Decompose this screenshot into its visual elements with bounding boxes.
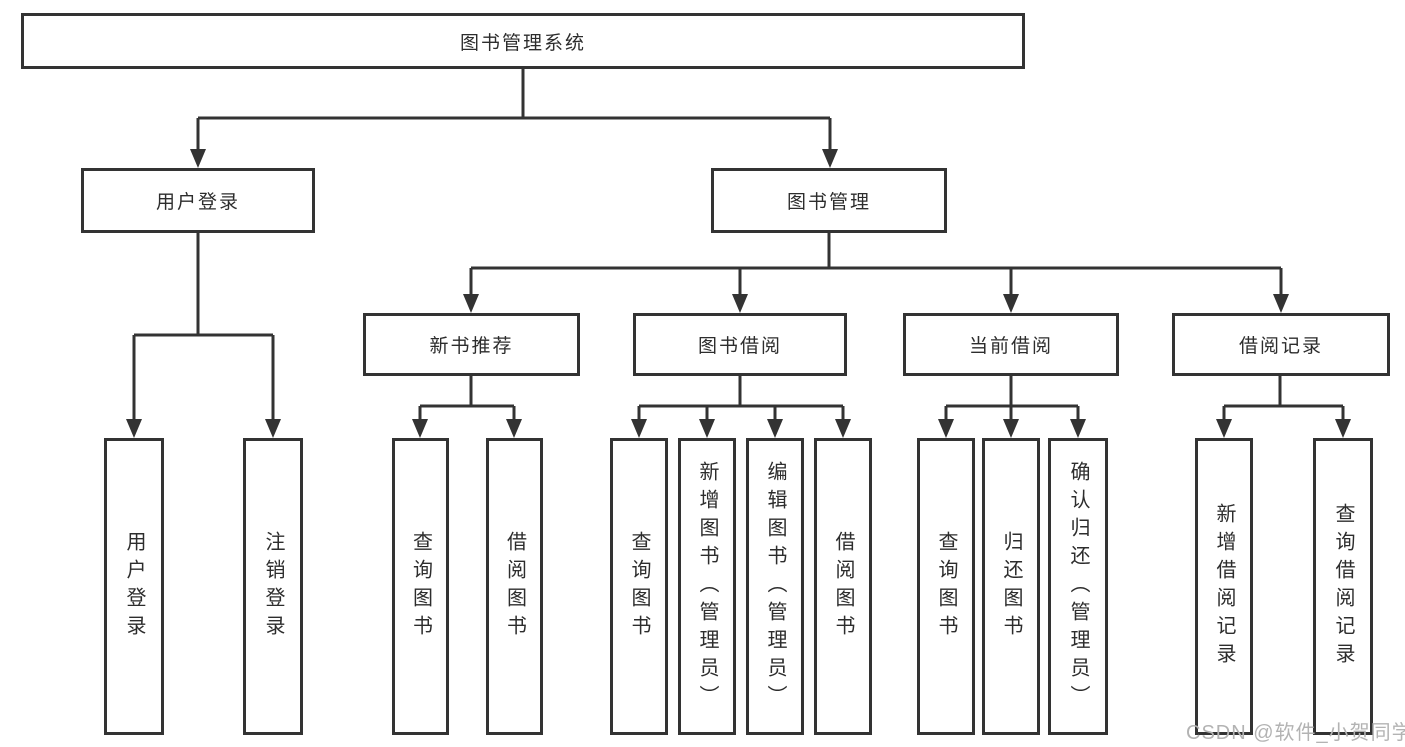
leaf-logout-label: 注销登录 [262, 530, 284, 643]
leaf-add-books-admin-label: 新增图书（管理员） [696, 460, 718, 713]
connector-borrow-split [631, 376, 851, 438]
node-borrowing-records: 借阅记录 [1172, 313, 1390, 376]
connector-book-mgmt-split [463, 233, 1289, 313]
leaf-query-books-current-label: 查询图书 [935, 530, 957, 643]
node-book-management: 图书管理 [711, 168, 947, 233]
node-root-system-label: 图书管理系统 [459, 32, 586, 54]
leaf-query-borrow-record: 查询借阅记录 [1313, 438, 1373, 735]
leaf-logout: 注销登录 [243, 438, 303, 735]
leaf-user-login-label: 用户登录 [123, 530, 145, 643]
node-current-borrowing: 当前借阅 [903, 313, 1119, 376]
connector-recommend-split [412, 376, 522, 438]
leaf-edit-books-admin: 编辑图书（管理员） [746, 438, 804, 735]
leaf-add-books-admin: 新增图书（管理员） [678, 438, 736, 735]
node-book-management-label: 图书管理 [786, 192, 871, 213]
leaf-add-borrow-record: 新增借阅记录 [1195, 438, 1253, 735]
leaf-query-books-borrow: 查询图书 [610, 438, 668, 735]
leaf-query-books-recommend-label: 查询图书 [409, 530, 432, 643]
leaf-edit-books-admin-label: 编辑图书（管理员） [764, 460, 786, 713]
node-book-borrowing: 图书借阅 [633, 313, 847, 376]
leaf-query-books-current: 查询图书 [917, 438, 975, 735]
leaf-return-books-label: 归还图书 [1000, 530, 1022, 643]
leaf-query-books-borrow-label: 查询图书 [628, 530, 650, 643]
node-book-borrowing-label: 图书借阅 [697, 336, 782, 357]
leaf-borrow-books: 借阅图书 [814, 438, 872, 735]
leaf-borrow-books-recommend-label: 借阅图书 [503, 530, 526, 643]
leaf-confirm-return-admin-label: 确认归还（管理员） [1067, 460, 1089, 713]
node-new-book-recommend: 新书推荐 [363, 313, 580, 376]
node-borrowing-records-label: 借阅记录 [1238, 336, 1323, 357]
csdn-watermark: CSDN @软件_小贺同学 [1186, 722, 1405, 744]
node-user-login: 用户登录 [81, 168, 315, 233]
node-new-book-recommend-label: 新书推荐 [429, 336, 514, 357]
leaf-borrow-books-recommend: 借阅图书 [486, 438, 543, 735]
leaf-add-borrow-record-label: 新增借阅记录 [1213, 502, 1235, 671]
connector-record-split [1216, 376, 1351, 438]
connector-root-split [190, 68, 838, 168]
node-root-system: 图书管理系统 [21, 13, 1025, 69]
leaf-borrow-books-label: 借阅图书 [832, 530, 854, 643]
leaf-query-books-recommend: 查询图书 [392, 438, 449, 735]
connector-current-split [938, 376, 1086, 438]
connector-user-login-split [126, 233, 281, 438]
leaf-user-login: 用户登录 [104, 438, 164, 735]
leaf-query-borrow-record-label: 查询借阅记录 [1332, 502, 1354, 671]
node-current-borrowing-label: 当前借阅 [968, 336, 1053, 357]
leaf-confirm-return-admin: 确认归还（管理员） [1048, 438, 1108, 735]
node-user-login-label: 用户登录 [155, 192, 240, 213]
leaf-return-books: 归还图书 [982, 438, 1040, 735]
